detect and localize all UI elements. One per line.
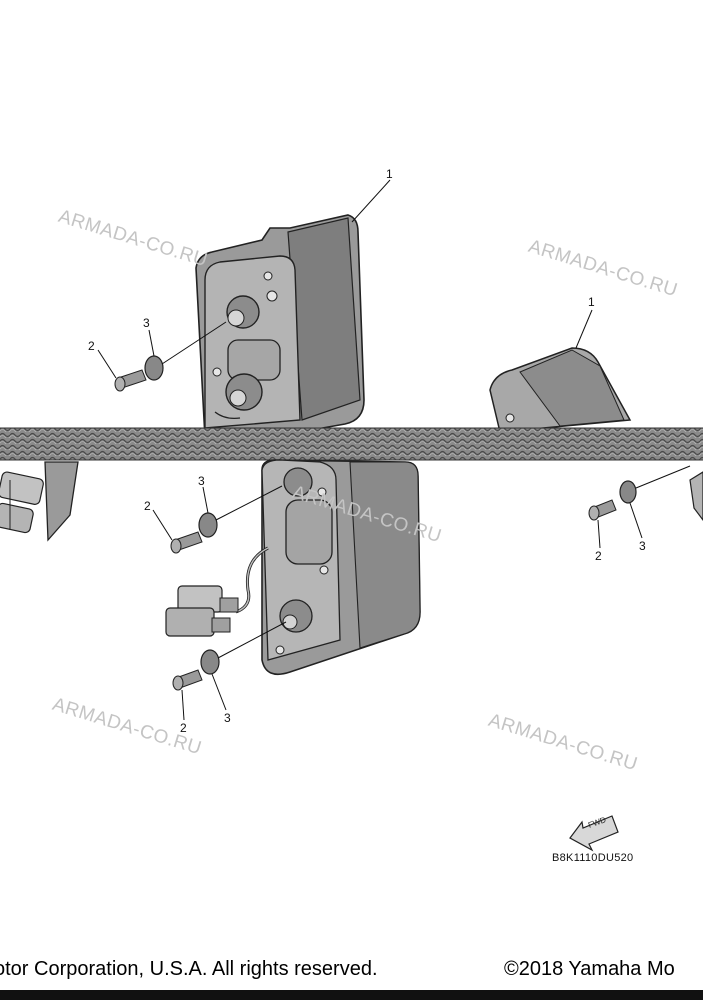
- callout-part-3: 3: [198, 474, 205, 488]
- low-screw: [172, 669, 203, 691]
- left-connector: [0, 461, 79, 542]
- callout-part-3: 3: [143, 316, 150, 330]
- upper-washer: [144, 355, 164, 381]
- leader-line: [575, 309, 593, 349]
- leader-line: [161, 321, 227, 365]
- callout-part-2: 2: [144, 499, 151, 513]
- leader-line: [97, 349, 117, 379]
- callout-part-1: 1: [588, 295, 595, 309]
- callout-part-3: 3: [639, 539, 646, 553]
- leader-line: [148, 329, 155, 357]
- mid-washer: [198, 512, 218, 538]
- wire-harness: [165, 546, 269, 637]
- upper-screw: [114, 369, 147, 392]
- footer-copyright-right: ©2018 Yamaha Mo: [504, 958, 675, 980]
- upper-tail-light: [195, 214, 365, 439]
- callout-part-3: 3: [224, 711, 231, 725]
- right-screw: [588, 499, 617, 521]
- callout-part-1: 1: [386, 167, 393, 181]
- footer-copyright-left: otor Corporation, U.S.A. All rights rese…: [0, 958, 378, 980]
- lower-tail-light: [261, 459, 421, 676]
- right-washer: [619, 480, 637, 504]
- leader-line: [215, 485, 283, 521]
- leader-line: [635, 465, 691, 489]
- frame-bar: [0, 428, 703, 460]
- leader-line: [181, 689, 185, 721]
- leader-line: [351, 179, 391, 223]
- leader-line: [629, 502, 643, 539]
- fwd-arrow-icon: [569, 815, 619, 852]
- mid-screw: [170, 531, 203, 554]
- callout-part-2: 2: [88, 339, 95, 353]
- diagram-code: B8K1110DU520: [552, 852, 634, 864]
- leader-line: [217, 621, 287, 659]
- leader-line: [202, 486, 209, 514]
- callout-part-2: 2: [595, 549, 602, 563]
- right-tail-light: [489, 347, 632, 433]
- leader-line: [211, 673, 227, 711]
- right-connector: [689, 471, 703, 521]
- low-washer: [200, 649, 220, 675]
- leader-line: [597, 519, 601, 549]
- bottom-bar: [0, 990, 703, 1000]
- callout-part-2: 2: [180, 721, 187, 735]
- leader-line: [152, 509, 173, 541]
